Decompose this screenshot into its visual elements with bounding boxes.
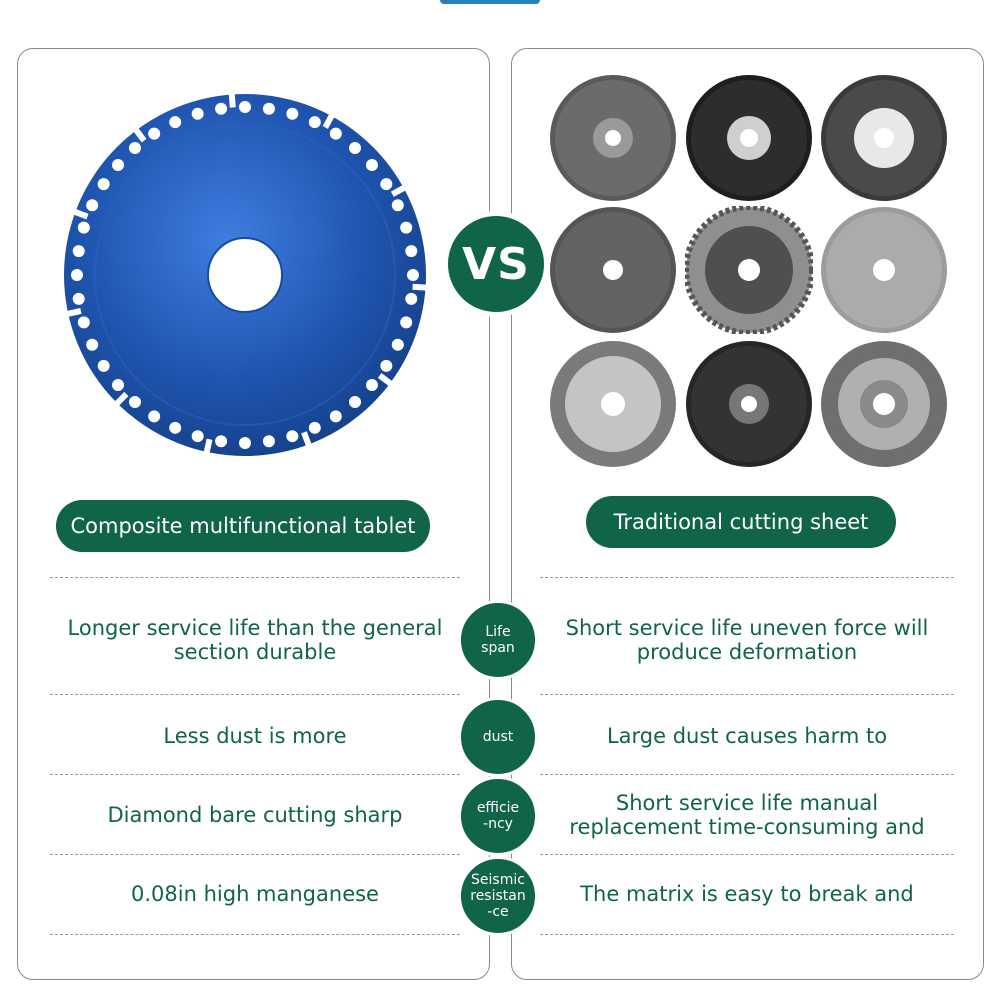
separator (50, 577, 460, 578)
dust-badge: dust (458, 697, 538, 777)
traditional-disc-9 (821, 341, 947, 467)
traditional-disc-1 (550, 75, 676, 201)
traditional-disc-2 (686, 75, 812, 201)
traditional-title: Traditional cutting sheet (613, 510, 869, 534)
traditional-disc-6 (821, 207, 947, 333)
composite-efficiency-text: Diamond bare cutting sharp (107, 803, 403, 827)
composite-seismic-text: 0.08in high manganese (131, 882, 379, 906)
separator (540, 934, 954, 935)
composite-title: Composite multifunctional tablet (70, 514, 416, 538)
separator (50, 934, 460, 935)
separator (50, 774, 460, 775)
traditional-title-pill: Traditional cutting sheet (586, 496, 896, 548)
separator (540, 694, 954, 695)
efficiency-badge: efficie -ncy (458, 776, 538, 856)
composite-lifespan-text: Longer service life than the general sec… (67, 616, 443, 664)
traditional-disc-3 (821, 75, 947, 201)
separator (540, 774, 954, 775)
traditional-disc-8 (686, 341, 812, 467)
separator (540, 577, 954, 578)
lifespan-badge: Life span (458, 600, 538, 680)
traditional-seismic-text: The matrix is easy to break and (580, 882, 914, 906)
composite-title-pill: Composite multifunctional tablet (56, 500, 430, 552)
traditional-efficiency-text: Short service life manual replacement ti… (569, 791, 925, 839)
traditional-lifespan-text: Short service life uneven force will pro… (565, 616, 929, 664)
separator (50, 694, 460, 695)
top-tab-decoration (440, 0, 540, 4)
seismic-resistance-badge: Seismic resistan -ce (458, 856, 538, 936)
traditional-disc-7 (550, 341, 676, 467)
traditional-dust-text: Large dust causes harm to (606, 724, 888, 748)
traditional-disc-5 (685, 206, 813, 334)
vs-text: VS (462, 238, 530, 290)
separator (540, 854, 954, 855)
composite-dust-text: Less dust is more (163, 724, 347, 748)
separator (50, 854, 460, 855)
traditional-disc-4 (550, 207, 676, 333)
vs-badge: VS (443, 211, 549, 317)
composite-blade-image (64, 92, 428, 456)
